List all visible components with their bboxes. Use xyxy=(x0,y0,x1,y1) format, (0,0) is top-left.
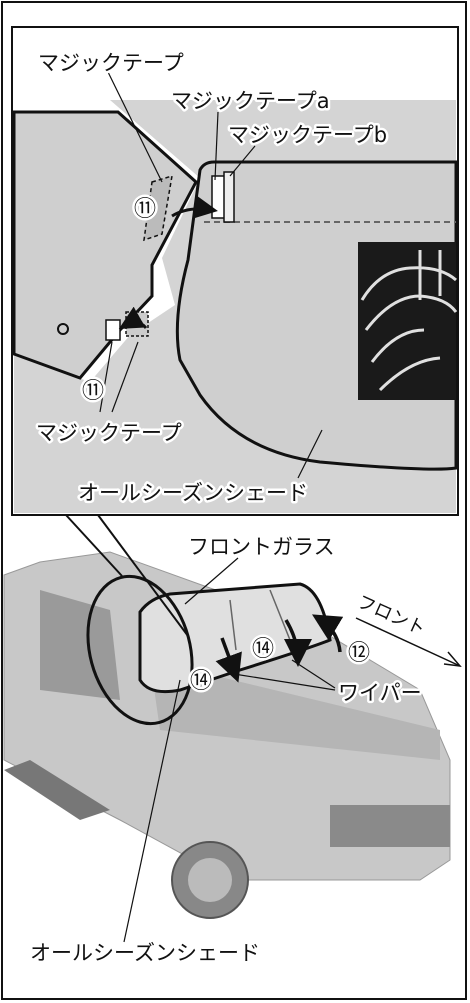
arrow-14-left xyxy=(215,637,242,683)
shade-logo xyxy=(358,242,458,400)
step-11-lower: ⑪ xyxy=(82,379,104,404)
front-direction-arrow xyxy=(443,651,462,667)
arrow-12 xyxy=(311,614,344,653)
magic-tape-left-patch xyxy=(143,174,173,242)
label-wiper: ワイパー xyxy=(338,681,422,705)
detail-inset xyxy=(11,26,459,516)
attach-arrow-upper xyxy=(171,195,218,219)
vehicle-illustration xyxy=(3,514,462,943)
label-shade-lower: オールシーズンシェード xyxy=(30,941,260,965)
step-12: ⑫ xyxy=(348,641,370,666)
label-magic-tape-a: マジックテープa xyxy=(171,89,330,113)
step-14-left: ⑭ xyxy=(190,669,212,694)
label-magic-tape-b: マジックテープb xyxy=(228,123,387,147)
arrow-14-right xyxy=(283,619,312,667)
label-windshield: フロントガラス xyxy=(188,535,335,559)
label-shade-upper: オールシーズンシェード xyxy=(78,481,308,505)
label-magic-tape-top: マジックテープ xyxy=(38,51,184,75)
label-magic-tape-bottom: マジックテープ xyxy=(36,421,182,445)
attach-arrow-lower xyxy=(118,306,148,330)
step-11-upper: ⑪ xyxy=(134,197,156,222)
magnifier-circle xyxy=(86,574,194,726)
step-14-right: ⑭ xyxy=(252,637,274,662)
magic-tape-b-patch xyxy=(223,171,235,223)
shade-left-panel xyxy=(12,110,198,380)
